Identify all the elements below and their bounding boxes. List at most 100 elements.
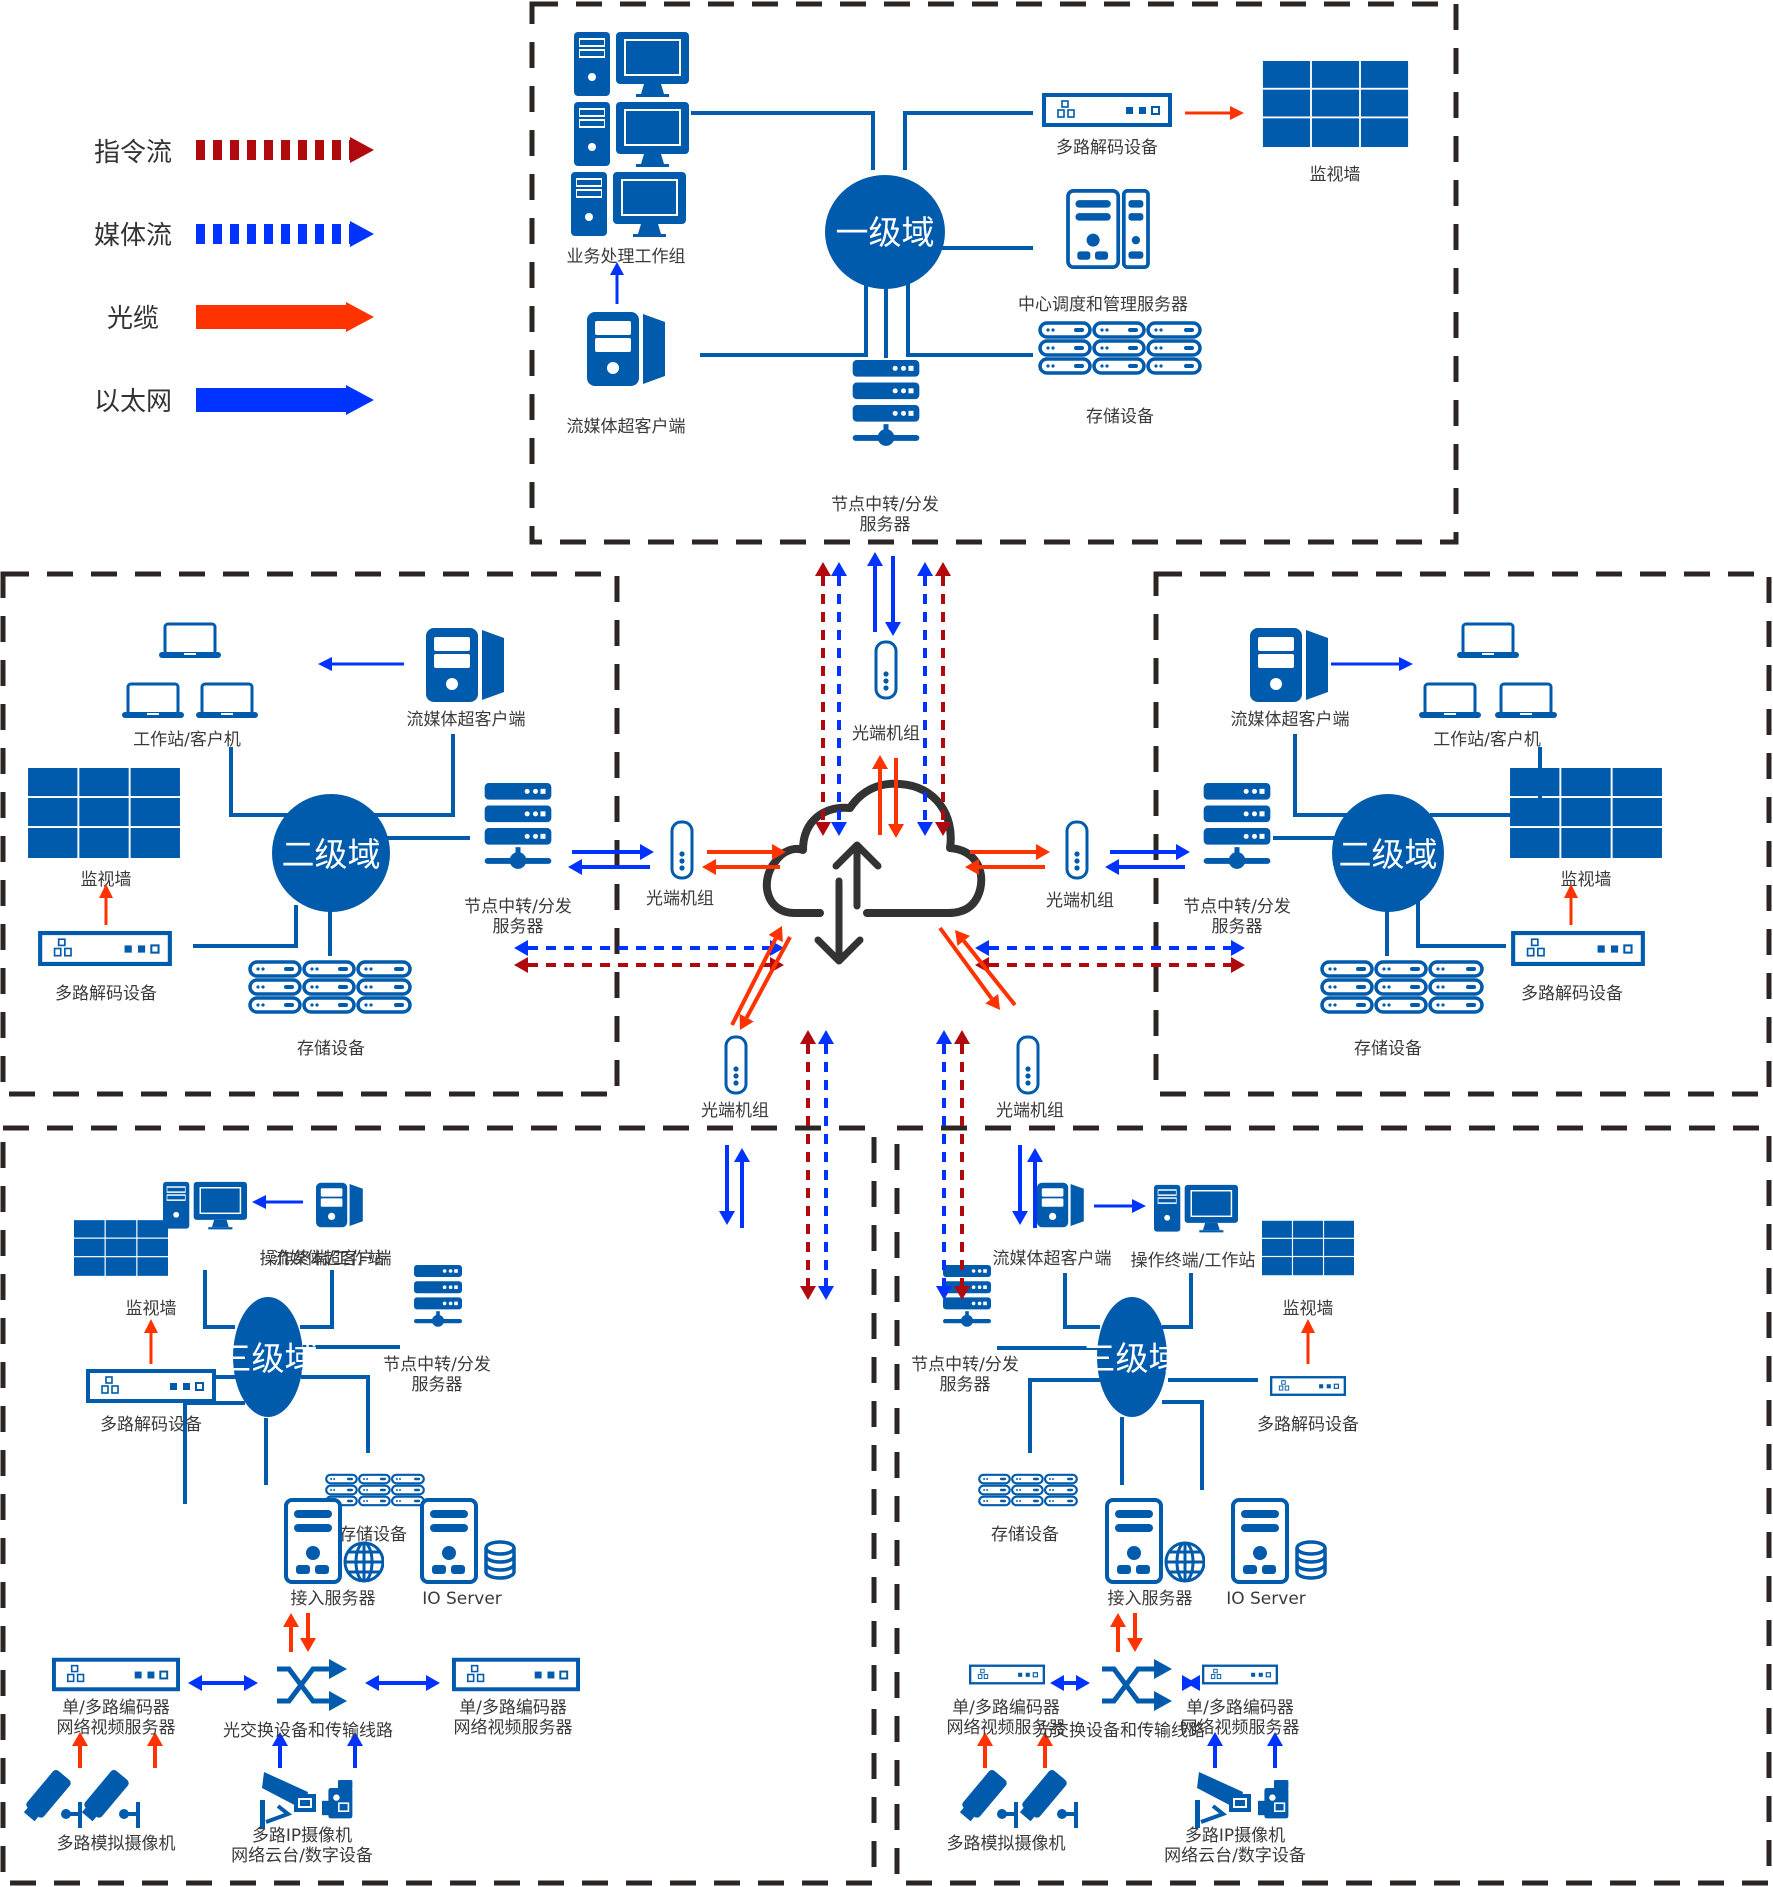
domain2-right: 流媒体超客户端 工作站/客户机 节点中转/分发 服务器 二级域 监视墙 多路解码… [1183,622,1662,1059]
node-server-icon[interactable] [943,1265,991,1327]
media-flow-link [975,940,1245,956]
ip-camera-icon[interactable] [258,1770,318,1830]
laptop-icon[interactable] [1495,682,1557,720]
arrow-head-icon [955,930,970,946]
node-server-icon[interactable] [414,1265,462,1327]
ip-camera-icon[interactable] [1193,1770,1253,1830]
laptop-icon[interactable] [1457,622,1519,660]
optical-switch-icon[interactable] [277,1659,347,1711]
operator-terminal-icon[interactable] [1154,1184,1238,1233]
analog-camera-icon[interactable] [1017,1768,1078,1828]
io-server-icon[interactable] [420,1498,516,1584]
domain2-left-hub[interactable]: 二级域 [272,794,390,912]
streaming-client-label: 流媒体超客户端 [993,1249,1112,1269]
decoder-icon[interactable] [1513,933,1643,964]
domain1-hub[interactable]: 一级域 [825,175,945,289]
arrow-head-icon [1230,106,1244,120]
arrow-head-icon [1301,1319,1315,1333]
access-server-icon[interactable] [1105,1498,1205,1584]
command-flow-link [800,1030,816,1300]
domain2-right-hub[interactable]: 二级域 [1332,794,1444,912]
storage-icon[interactable] [248,960,412,1014]
arrow-head-icon [815,562,831,576]
streaming-client-icon[interactable] [587,312,665,386]
arrow-head-icon [800,1030,816,1044]
storage-icon[interactable] [325,1472,425,1508]
storage-icon[interactable] [1320,960,1484,1014]
encoder-label: 单/多路编码器 [62,1698,170,1718]
video-wall-icon[interactable] [28,768,180,858]
node-server-icon[interactable] [1203,783,1271,869]
video-wall-icon[interactable] [1262,1220,1354,1276]
encoder-icon[interactable] [54,1660,178,1690]
domain3-right-hub[interactable]: 三级域 [1083,1297,1182,1417]
node-server-icon[interactable] [484,783,552,869]
laptop-icon[interactable] [196,682,258,720]
decoder-icon[interactable] [1042,93,1172,127]
encoder-label: 单/多路编码器 [1186,1698,1294,1718]
workstation-icon[interactable] [574,102,689,167]
ethernet-link [1207,1732,1223,1768]
optical-terminal-icon[interactable] [1065,820,1089,880]
optical-terminal-icon[interactable] [724,1035,748,1095]
domain3-left-hub[interactable]: 三级域 [219,1297,318,1417]
fiber-link [955,930,1017,1007]
arrow-head-icon [734,1148,750,1162]
media-flow-link [936,1030,952,1300]
analog-camera-icon[interactable] [21,1768,82,1828]
decoder-icon[interactable] [40,933,170,964]
laptop-icon[interactable] [159,622,221,660]
legend-label: 指令流 [94,138,172,168]
video-wall-icon[interactable] [74,1220,168,1276]
streaming-client-icon[interactable] [426,628,504,702]
arrow-head-icon [1186,1675,1200,1691]
camcorder-icon[interactable] [322,1780,353,1819]
encoder-icon[interactable] [454,1660,578,1690]
optical-terminal-icon[interactable] [1016,1035,1040,1095]
arrow-head-icon [1036,844,1050,860]
arrow-head-icon [954,1030,970,1044]
arrow-head-icon [188,1675,202,1691]
switch-label: 光交换设备和传输线路 [1035,1721,1205,1741]
cloud-icon[interactable] [762,779,986,965]
node-server-label-line2: 服务器 [493,917,544,937]
storage-label: 存储设备 [1354,1039,1422,1059]
ethernet-link [1027,1148,1043,1228]
decoder-icon[interactable] [1270,1375,1346,1397]
optical-terminal-label: 光端机组 [996,1101,1064,1121]
streaming-client-icon[interactable] [316,1182,363,1228]
streaming-client-icon[interactable] [1250,628,1328,702]
optical-terminal-icon[interactable] [670,820,694,880]
video-wall-icon[interactable] [1262,61,1409,147]
io-server-icon[interactable] [1231,1498,1327,1584]
encoder-icon[interactable] [1203,1666,1277,1684]
workstation-icon[interactable] [574,32,689,97]
analog-camera-icon[interactable] [79,1768,140,1828]
streaming-client-icon[interactable] [1037,1182,1084,1228]
node-server-icon[interactable] [852,360,920,446]
hub-label: 二级域 [1339,835,1438,874]
ethernet-link [188,1675,258,1691]
encoder-icon[interactable] [970,1666,1044,1684]
operator-terminal-icon[interactable] [163,1181,247,1230]
storage-icon[interactable] [1038,321,1202,375]
domain3-left-boundary [0,1125,877,1886]
workstation-icon[interactable] [571,172,686,237]
management-server-icon[interactable] [1066,189,1150,269]
legend-item-media-flow: 媒体流 [94,221,374,251]
optical-terminal-icon[interactable] [874,640,898,700]
decoder-icon[interactable] [86,1369,216,1403]
storage-icon[interactable] [978,1472,1078,1508]
hub-label: 三级域 [1083,1339,1182,1378]
domain3-left: 操作终端/工作站 流媒体超客户端 监视墙 多路解码设备 三级域 节点中转/分发 … [74,1181,491,1545]
camcorder-icon[interactable] [1258,1780,1289,1819]
arrow-head-icon [818,1030,834,1044]
laptop-icon[interactable] [1419,682,1481,720]
analog-camera-icon[interactable] [957,1768,1018,1828]
legend-label: 光缆 [107,304,159,334]
laptop-icon[interactable] [122,682,184,720]
optical-switch-icon[interactable] [1102,1659,1172,1711]
video-wall-icon[interactable] [1510,768,1662,858]
arrow-head-icon [885,622,901,636]
fiber-link [147,1732,163,1768]
